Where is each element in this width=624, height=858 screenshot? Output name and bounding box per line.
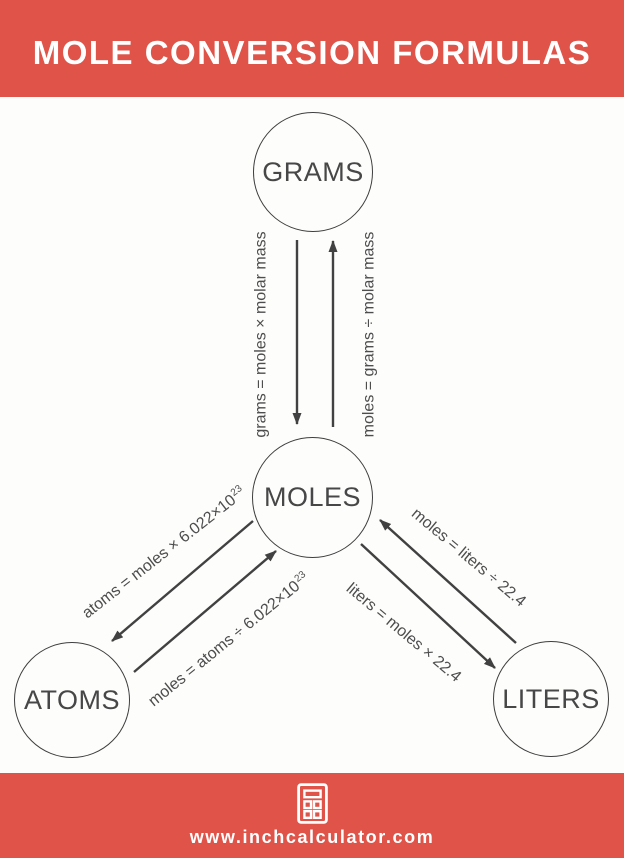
node-atoms-label: ATOMS — [23, 684, 120, 715]
formula-moles-from-grams: moles = grams ÷ molar mass — [359, 231, 378, 438]
page-title: MOLE CONVERSION FORMULAS — [32, 33, 592, 71]
footer-url: www.inchcalculator.com — [189, 827, 435, 847]
formula-text: moles = atoms ÷ 6.022×10 — [145, 577, 304, 711]
node-grams: GRAMS — [253, 112, 373, 232]
node-liters-label: LITERS — [502, 683, 600, 714]
formula-text: moles = grams ÷ molar mass — [360, 231, 378, 438]
formula-grams-from-moles: grams = moles × molar mass — [251, 230, 270, 437]
header-banner: MOLE CONVERSION FORMULAS — [0, 0, 624, 97]
footer-banner: www.inchcalculator.com — [0, 773, 624, 858]
node-atoms: ATOMS — [14, 642, 130, 758]
formula-moles-from-liters: moles = liters ÷ 22.4 — [407, 504, 530, 612]
formula-liters-from-moles: liters = moles × 22.4 — [342, 579, 466, 687]
formula-atoms-from-moles: atoms = moles × 6.022×1023 — [78, 483, 249, 623]
node-moles: MOLES — [252, 437, 373, 558]
formula-text: atoms = moles × 6.022×10 — [79, 491, 240, 623]
formula-text: grams = moles × molar mass — [252, 231, 270, 438]
calculator-icon — [296, 783, 328, 824]
formula-text: moles = liters ÷ 22.4 — [408, 505, 529, 611]
node-liters: LITERS — [493, 641, 609, 757]
formula-moles-from-atoms: moles = atoms ÷ 6.022×1023 — [145, 569, 314, 711]
formula-text: liters = moles × 22.4 — [342, 579, 465, 686]
node-grams-label: GRAMS — [262, 156, 364, 187]
node-moles-label: MOLES — [263, 482, 362, 512]
